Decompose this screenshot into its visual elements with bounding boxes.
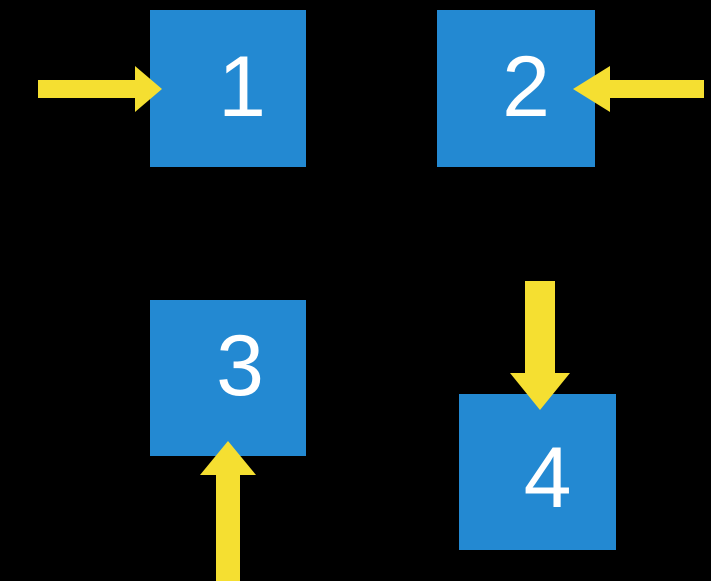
node-box-2[interactable]: 2 — [437, 10, 595, 167]
node-box-3-label: 3 — [216, 318, 264, 414]
node-box-4-label: 4 — [523, 430, 572, 526]
arrow-down-icon — [510, 281, 570, 410]
arrow-up-icon — [200, 441, 256, 581]
node-box-1[interactable]: 1 — [150, 10, 306, 167]
node-box-3[interactable]: 3 — [150, 300, 306, 456]
arrow-right-icon — [38, 66, 162, 112]
node-box-4[interactable]: 4 — [459, 394, 616, 550]
arrow-left-icon — [573, 66, 704, 112]
node-box-2-label: 2 — [502, 38, 550, 135]
node-box-1-label: 1 — [218, 38, 266, 135]
